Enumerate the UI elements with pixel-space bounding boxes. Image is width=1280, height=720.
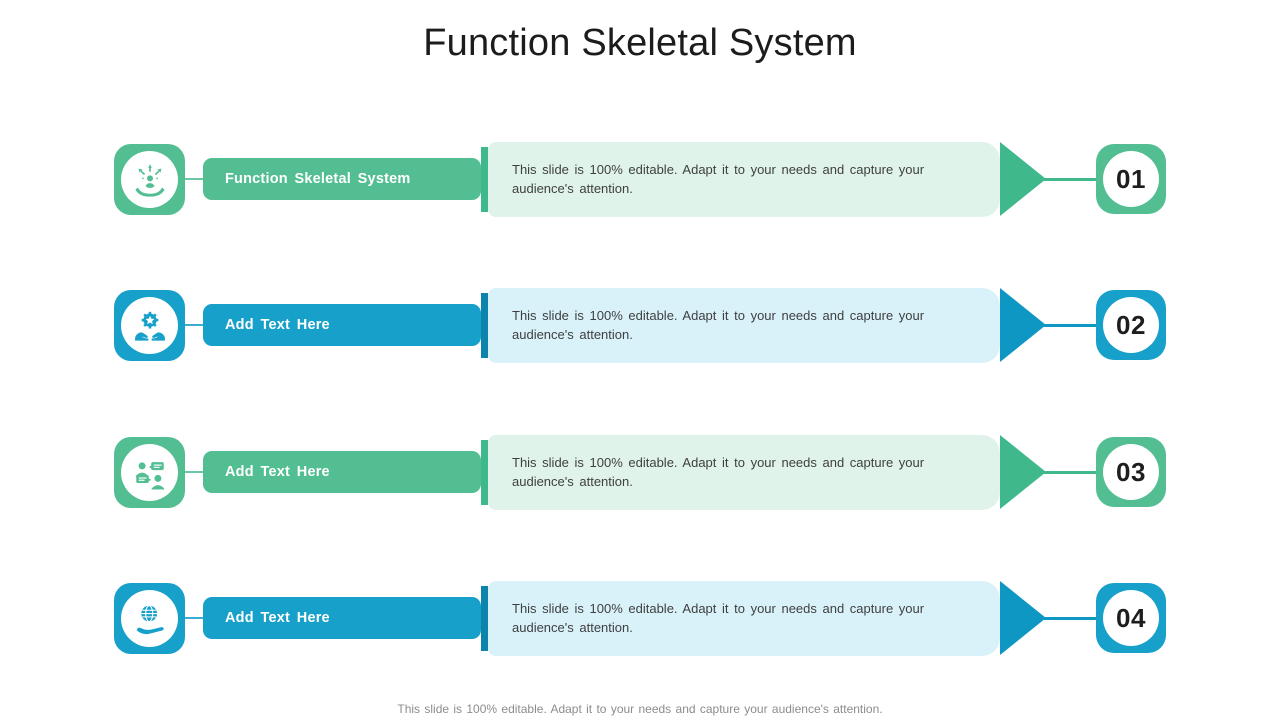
accent-bar bbox=[481, 147, 488, 212]
row-label-bar[interactable]: Add Text Here bbox=[203, 597, 481, 639]
icon-circle bbox=[121, 151, 178, 208]
number-label: 01 bbox=[1103, 151, 1159, 207]
list-item: Add Text Here This slide is 100% editabl… bbox=[114, 581, 1166, 656]
row-label-bar[interactable]: Function Skeletal System bbox=[203, 158, 481, 200]
row-icon-badge bbox=[114, 290, 185, 361]
number-label: 04 bbox=[1103, 590, 1159, 646]
arrow-right-icon bbox=[1000, 435, 1046, 509]
arrow-right-icon bbox=[1000, 288, 1046, 362]
row-icon-badge bbox=[114, 583, 185, 654]
accent-bar bbox=[481, 293, 488, 358]
connector-line bbox=[185, 617, 204, 619]
connector-line bbox=[185, 324, 204, 326]
row-label-bar[interactable]: Add Text Here bbox=[203, 451, 481, 493]
list-item: Add Text Here This slide is 100% editabl… bbox=[114, 435, 1166, 510]
row-description: This slide is 100% editable. Adapt it to… bbox=[512, 455, 925, 489]
hand-person-arrows-icon bbox=[134, 163, 165, 197]
hand-globe-icon bbox=[136, 604, 164, 634]
connector-line bbox=[1044, 617, 1096, 620]
page-title: Function Skeletal System bbox=[423, 22, 857, 64]
row-label-bar[interactable]: Add Text Here bbox=[203, 304, 481, 346]
accent-bar bbox=[481, 440, 488, 505]
number-label: 02 bbox=[1103, 297, 1159, 353]
row-label: Add Text Here bbox=[225, 610, 330, 626]
icon-circle bbox=[121, 444, 178, 501]
number-badge: 02 bbox=[1096, 290, 1166, 360]
row-icon-badge bbox=[114, 144, 185, 215]
row-description: This slide is 100% editable. Adapt it to… bbox=[512, 308, 925, 342]
arrow-right-icon bbox=[1000, 142, 1046, 216]
connector-line bbox=[185, 471, 204, 473]
connector-line bbox=[185, 178, 204, 180]
accent-bar bbox=[481, 586, 488, 651]
row-label: Add Text Here bbox=[225, 464, 330, 480]
list-item: Add Text Here This slide is 100% editabl… bbox=[114, 288, 1166, 363]
footer-note: This slide is 100% editable. Adapt it to… bbox=[397, 702, 883, 716]
row-description-box[interactable]: This slide is 100% editable. Adapt it to… bbox=[488, 142, 1000, 217]
row-icon-badge bbox=[114, 437, 185, 508]
number-badge: 01 bbox=[1096, 144, 1166, 214]
number-badge: 03 bbox=[1096, 437, 1166, 507]
icon-circle bbox=[121, 590, 178, 647]
row-description: This slide is 100% editable. Adapt it to… bbox=[512, 601, 925, 635]
row-description-box[interactable]: This slide is 100% editable. Adapt it to… bbox=[488, 435, 1000, 510]
row-label: Add Text Here bbox=[225, 317, 330, 333]
number-badge: 04 bbox=[1096, 583, 1166, 653]
row-description-box[interactable]: This slide is 100% editable. Adapt it to… bbox=[488, 581, 1000, 656]
list-item: Function Skeletal System This slide is 1… bbox=[114, 142, 1166, 217]
row-description-box[interactable]: This slide is 100% editable. Adapt it to… bbox=[488, 288, 1000, 363]
connector-line bbox=[1044, 324, 1096, 327]
connector-line bbox=[1044, 471, 1096, 474]
hands-gear-star-icon bbox=[134, 311, 165, 341]
row-description: This slide is 100% editable. Adapt it to… bbox=[512, 162, 925, 196]
arrow-right-icon bbox=[1000, 581, 1046, 655]
connector-line bbox=[1044, 178, 1096, 181]
number-label: 03 bbox=[1103, 444, 1159, 500]
people-chat-icon bbox=[135, 461, 164, 489]
icon-circle bbox=[121, 297, 178, 354]
row-label: Function Skeletal System bbox=[225, 171, 411, 187]
